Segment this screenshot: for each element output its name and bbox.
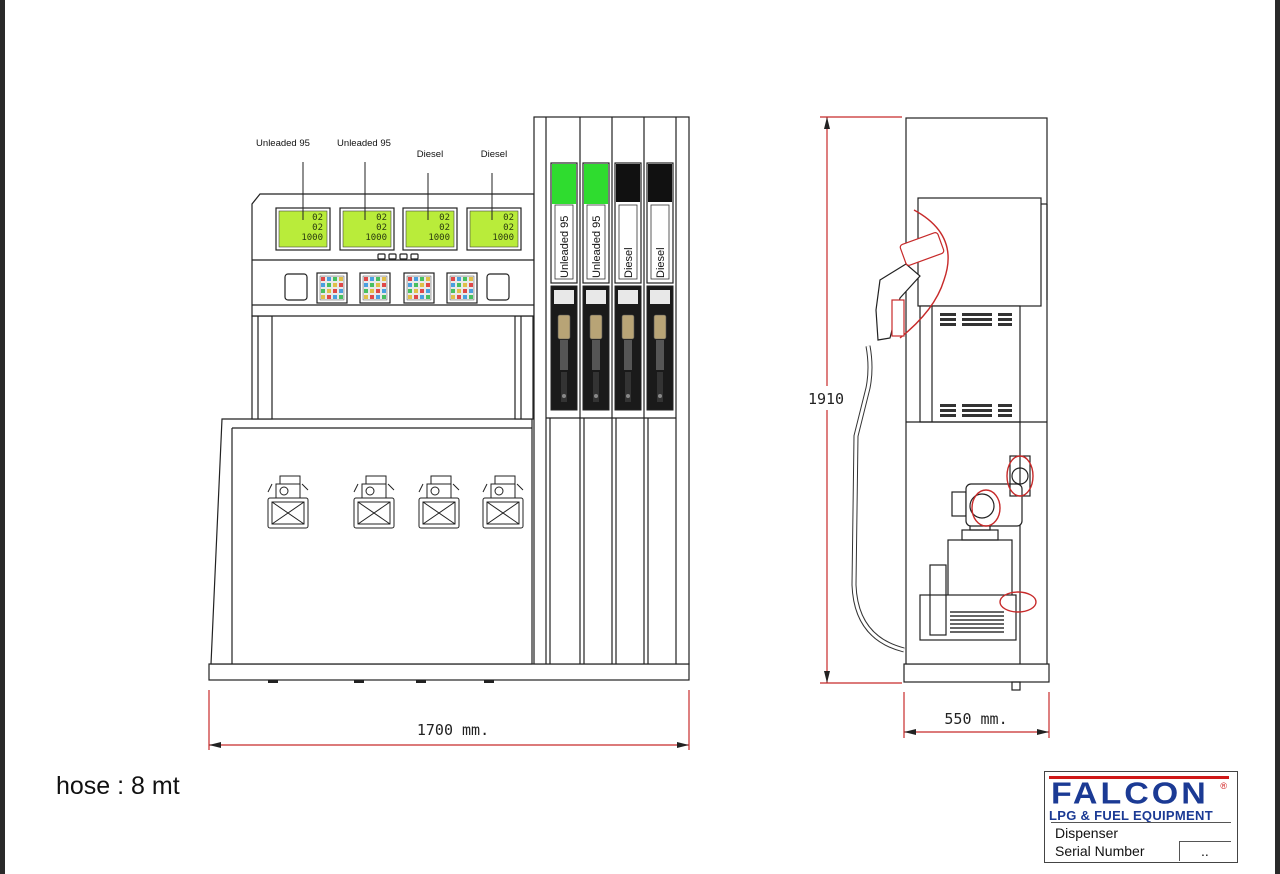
display-digits: 1000 xyxy=(365,233,387,243)
indicator-dots xyxy=(377,253,419,260)
fuel-color-strip xyxy=(584,164,608,204)
column-fuel-label-3: Diesel xyxy=(623,247,635,278)
sheet-edge-right xyxy=(1275,0,1280,874)
nozzle-icon xyxy=(646,285,674,411)
column-panels: Unleaded 95 Unleaded 95 Diesel Diesel xyxy=(550,162,674,411)
title-block-serial-label: Serial Number xyxy=(1055,843,1145,859)
post-right xyxy=(514,315,534,420)
nozzle-label-2: Unleaded 95 xyxy=(337,138,391,149)
nozzle-label-1: Unleaded 95 xyxy=(256,138,310,149)
column-fuel-label-2: Unleaded 95 xyxy=(591,216,603,278)
dim-front-arrow-left xyxy=(209,742,221,748)
vent-bottom xyxy=(940,404,1012,417)
keypad-icon xyxy=(359,272,391,304)
side-foot xyxy=(1011,681,1021,691)
nozzle-icon xyxy=(875,232,945,341)
display-digits: 02 xyxy=(503,213,514,223)
nozzle-icon xyxy=(614,285,642,411)
dim-side-label: 550 mm. xyxy=(944,710,1007,728)
display-digits: 02 xyxy=(503,223,514,233)
display-screen-4 xyxy=(469,210,519,248)
nozzle-label-4: Diesel xyxy=(481,149,507,160)
pump-unit xyxy=(919,455,1031,641)
hose-length-note: hose : 8 mt xyxy=(56,772,180,800)
side-highlights xyxy=(899,209,1037,613)
display-digits: 02 xyxy=(376,223,387,233)
fuel-color-strip xyxy=(552,164,576,204)
lower-cabinet xyxy=(210,418,533,665)
dim-front-label: 1700 mm. xyxy=(417,721,489,739)
dim-height-label: 1910 xyxy=(808,390,844,408)
display-digits: 02 xyxy=(312,213,323,223)
nozzle-icon xyxy=(550,285,578,411)
display-screen-2 xyxy=(342,210,392,248)
keypad-icon xyxy=(316,272,348,304)
nozzle-top-labels: Unleaded 95 Unleaded 95 Diesel Diesel xyxy=(256,138,507,220)
column-fuel-label-1: Unleaded 95 xyxy=(559,216,571,278)
title-block-product: Dispenser xyxy=(1055,825,1119,841)
dim-side-arrow-left xyxy=(904,729,916,735)
dim-side-arrow-right xyxy=(1037,729,1049,735)
hose xyxy=(851,345,905,653)
display-screen-3 xyxy=(405,210,455,248)
side-box-left xyxy=(284,273,308,301)
nozzle-icon xyxy=(582,285,610,411)
post-left xyxy=(251,315,273,420)
fuel-color-strip xyxy=(648,164,672,202)
display-digits: 1000 xyxy=(428,233,450,243)
title-block-serial-value: .. xyxy=(1201,843,1209,859)
dim-height-arrow-top xyxy=(824,117,830,129)
meter-icon xyxy=(267,475,309,529)
display-digits: 02 xyxy=(312,223,323,233)
display-digits: 1000 xyxy=(492,233,514,243)
keypads xyxy=(316,272,478,304)
brand-name: FALCON xyxy=(1051,776,1209,811)
display-digits: 02 xyxy=(439,223,450,233)
side-box-right xyxy=(486,273,510,301)
registered-icon: ® xyxy=(1220,781,1227,791)
meter-icon xyxy=(418,475,460,529)
vent-top xyxy=(940,313,1012,326)
nozzle-label-3: Diesel xyxy=(417,149,443,160)
brand-tagline: LPG & FUEL EQUIPMENT xyxy=(1049,808,1213,823)
display-digits: 02 xyxy=(439,213,450,223)
sheet-edge-left xyxy=(0,0,5,874)
keypad-icon xyxy=(446,272,478,304)
fuel-color-strip xyxy=(616,164,640,202)
title-block: FALCON ® LPG & FUEL EQUIPMENT Dispenser … xyxy=(1044,771,1238,863)
display-digits: 02 xyxy=(376,213,387,223)
base-plate xyxy=(208,663,690,681)
side-view xyxy=(851,117,1050,691)
display-digits: 1000 xyxy=(301,233,323,243)
meters xyxy=(267,475,524,529)
title-block-fields: Dispenser Serial Number .. xyxy=(1051,822,1231,861)
keypad-icon xyxy=(403,272,435,304)
dim-height-arrow-bottom xyxy=(824,671,830,683)
column-fuel-label-4: Diesel xyxy=(655,247,667,278)
meter-icon xyxy=(353,475,395,529)
side-base xyxy=(903,663,1050,683)
base-feet xyxy=(268,680,494,683)
meter-icon xyxy=(482,475,524,529)
brand-logo: FALCON ® xyxy=(1049,776,1229,809)
dim-front-arrow-right xyxy=(677,742,689,748)
